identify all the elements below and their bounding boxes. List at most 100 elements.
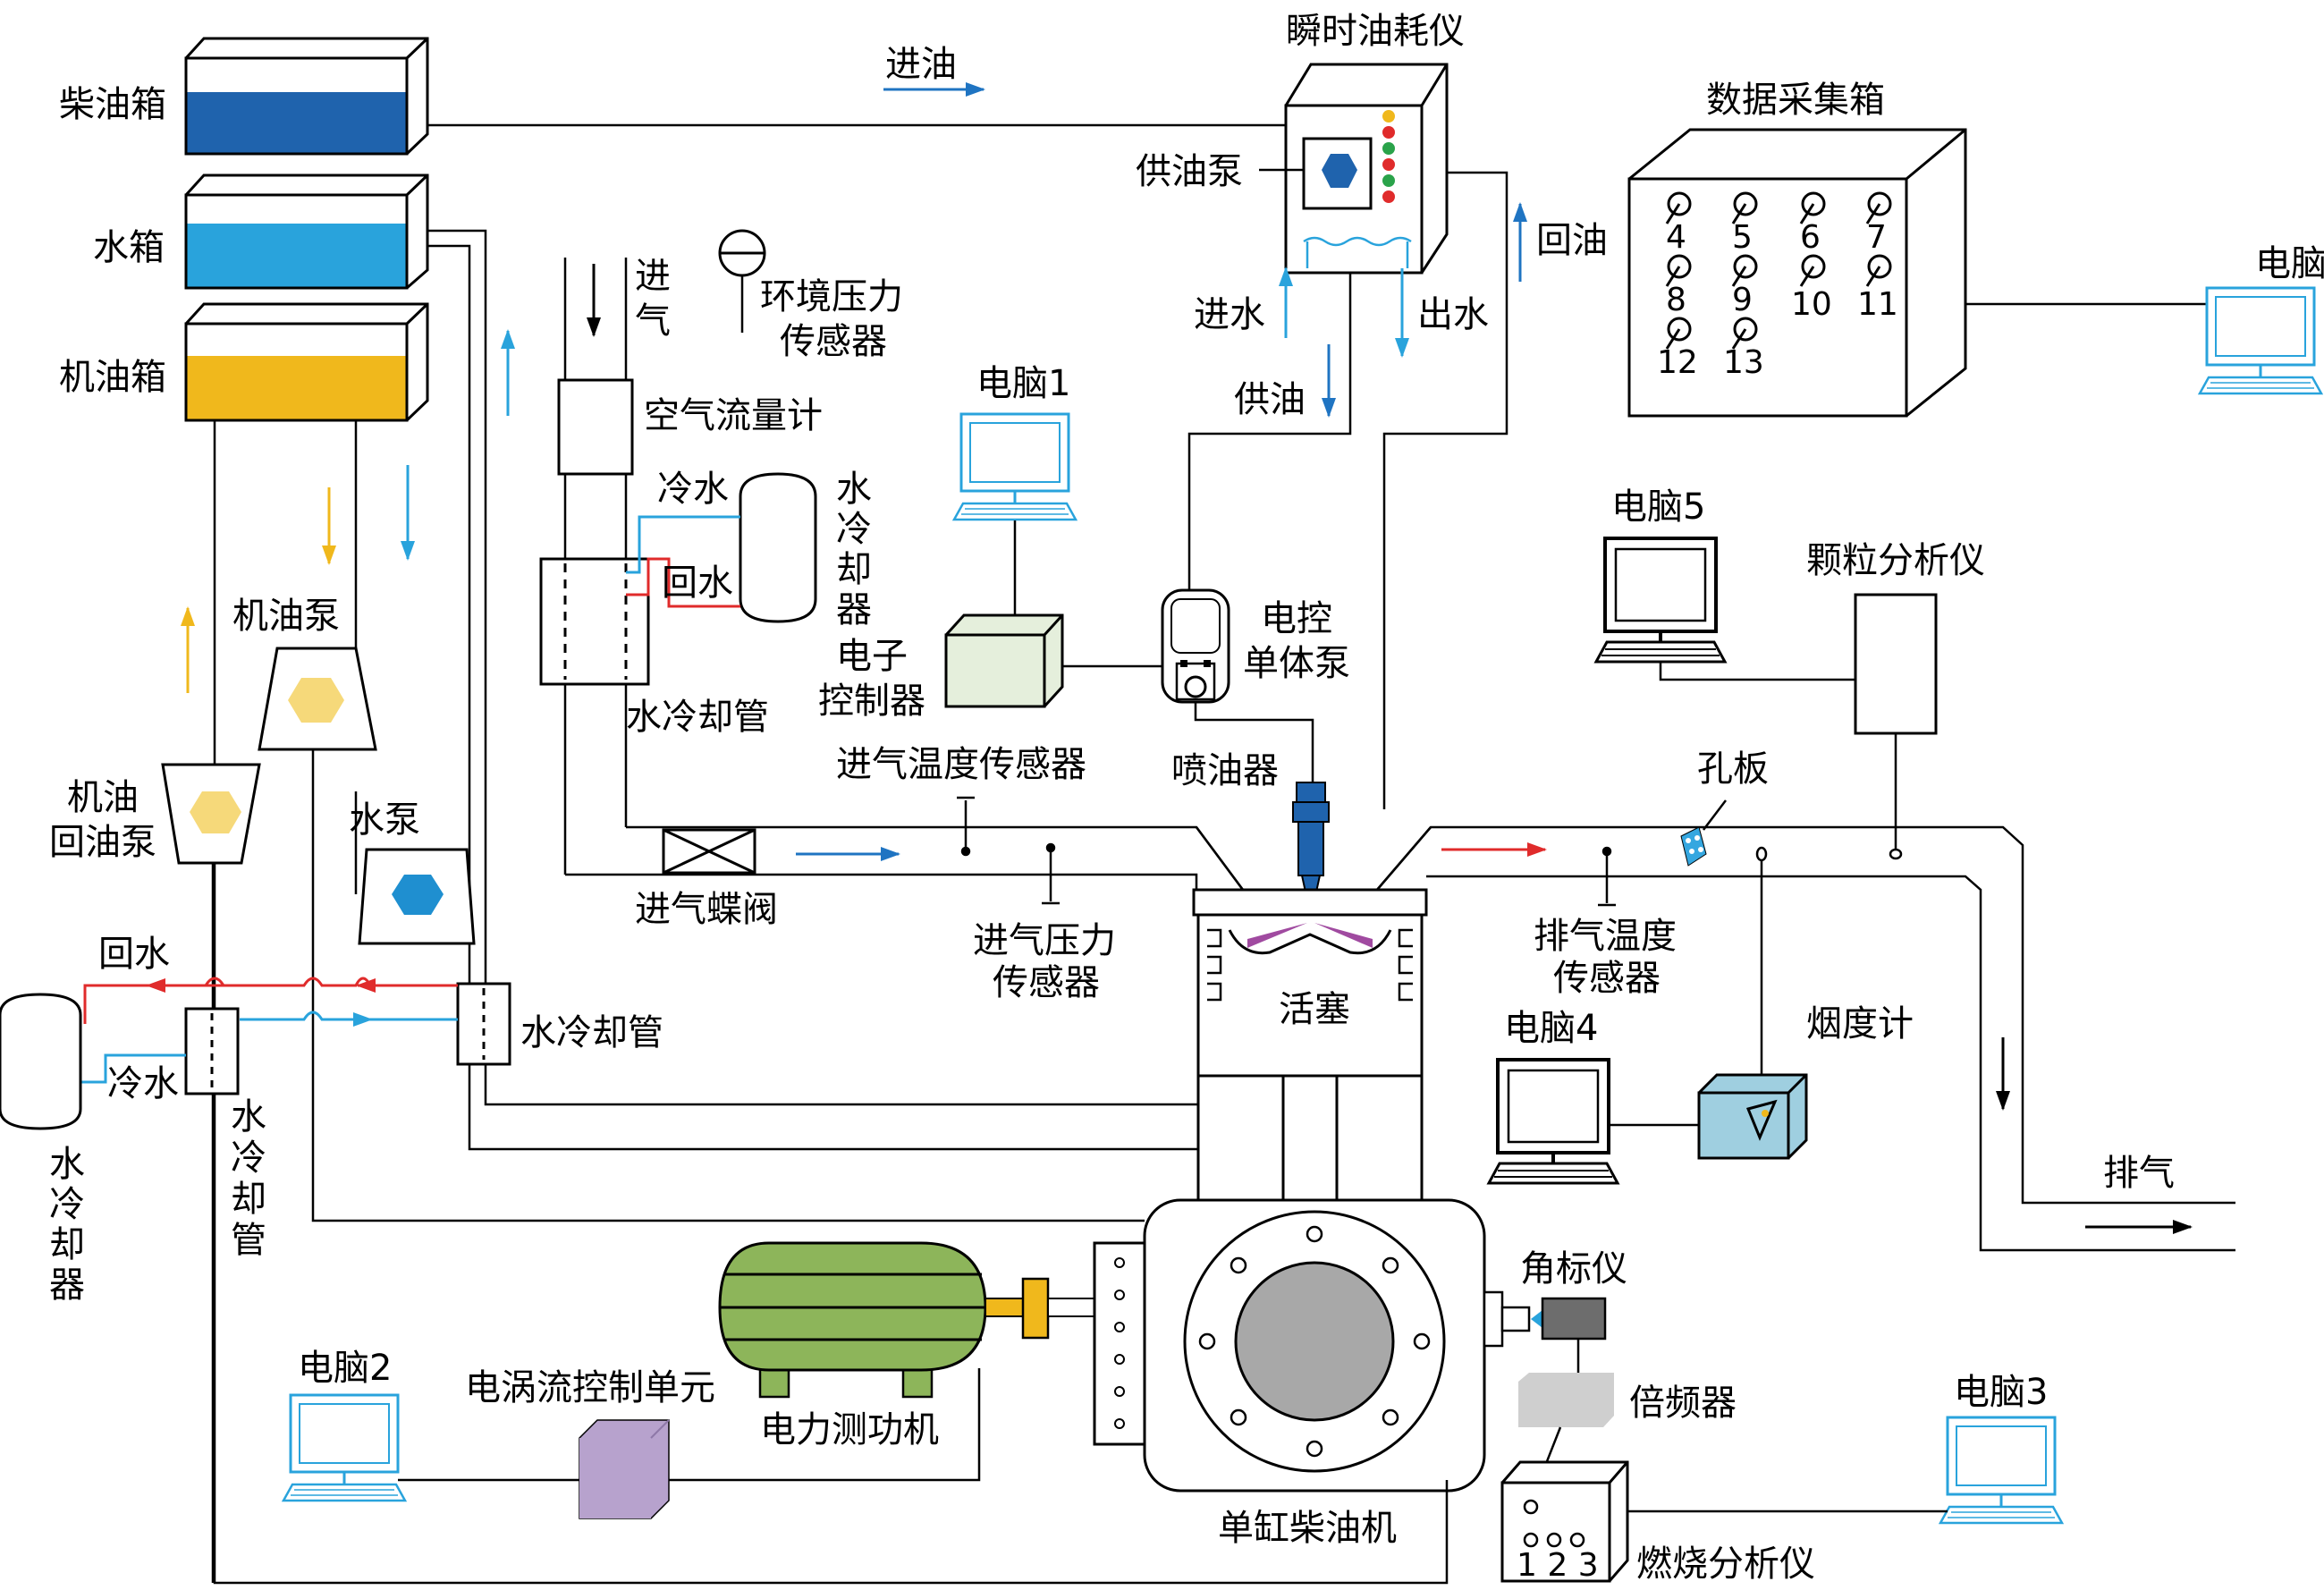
particle-analyzer-label: 颗粒分析仪	[1806, 540, 1985, 581]
water-pump-label: 水泵	[349, 799, 420, 841]
oil-return-pump-label-2: 回油泵	[49, 822, 156, 863]
injector-label: 喷油器	[1171, 750, 1279, 791]
water-cooling-pipe-c-l1: 水	[231, 1096, 266, 1138]
smoke-meter-label: 烟度计	[1806, 1003, 1914, 1044]
intake-pressure-label-2: 传感器	[993, 962, 1100, 1003]
exhaust-temp-label-1: 排气温度	[1534, 916, 1677, 957]
water-tank	[184, 173, 429, 290]
water-cooling-pipe-a-label: 水冷却管	[626, 697, 769, 738]
water-cooler-b-l3: 却	[49, 1224, 85, 1265]
daq-box-label: 数据采集箱	[1706, 80, 1885, 121]
particle-analyzer	[1854, 593, 1938, 735]
daq-ch-8: 8	[1666, 282, 1686, 318]
exhaust-temp-label-2: 传感器	[1553, 958, 1661, 999]
water-cooling-pipe-c	[184, 1007, 240, 1095]
daq-ch-4: 4	[1666, 219, 1686, 256]
computer2-label: 电脑2	[298, 1348, 392, 1389]
daq-ch-9: 9	[1732, 282, 1753, 318]
diesel-tank-label: 柴油箱	[59, 84, 166, 125]
water-cooler-a	[739, 472, 817, 623]
cold-water-b-label: 冷水	[107, 1063, 179, 1104]
computer6-icon	[2198, 286, 2323, 395]
frequency-multiplier	[1518, 1373, 1614, 1427]
single-cylinder-engine	[1143, 1198, 1486, 1493]
intake-throttle-label: 进气蝶阀	[635, 889, 778, 930]
air-flow-meter-label: 空气流量计	[644, 395, 823, 436]
air-flow-meter	[557, 378, 634, 476]
water-cooling-pipe-b	[456, 982, 511, 1066]
intake-throttle	[662, 828, 756, 875]
electronic-controller-label-2: 控制器	[818, 681, 925, 722]
daq-ch-5: 5	[1732, 219, 1753, 256]
ambient-pressure-label-2: 传感器	[780, 321, 887, 362]
pressure-sensor-icon	[718, 229, 766, 333]
diesel-tank	[184, 37, 429, 156]
combustion-analyzer-label: 燃烧分析仪	[1636, 1543, 1815, 1585]
frequency-multiplier-label: 倍频器	[1629, 1383, 1737, 1424]
computer6-label: 电脑6	[2255, 243, 2324, 284]
oil-pump	[258, 647, 377, 751]
cold-supply-line	[240, 1011, 458, 1021]
daq-ch-10: 10	[1791, 286, 1832, 323]
electronic-controller	[944, 613, 1064, 708]
oil-tank-label: 机油箱	[59, 357, 166, 398]
daq-ch-13: 13	[1723, 344, 1764, 381]
fuel-meter-label: 瞬时油耗仪	[1286, 11, 1465, 52]
smoke-meter	[1697, 1073, 1808, 1160]
water-cooler-a-l2: 冷	[836, 509, 872, 550]
single-cylinder-engine-label: 单缸柴油机	[1218, 1508, 1397, 1549]
water-cooler-a-l1: 水	[836, 469, 872, 510]
water-cooler-b-l1: 水	[49, 1144, 85, 1185]
water-cooler-a-l4: 器	[836, 589, 872, 630]
oil-tank	[184, 302, 429, 422]
ecu-unit-pump-label-1: 电控	[1261, 598, 1332, 639]
daq-box	[1627, 128, 1967, 418]
computer5-label: 电脑5	[1611, 486, 1705, 528]
angle-marker	[1483, 1290, 1607, 1348]
return-water-b-label: 回水	[98, 934, 170, 975]
water-cooler-b-l4: 器	[49, 1264, 85, 1306]
orifice-label: 孔板	[1697, 748, 1769, 790]
water-cooling-pipe-b-label: 水冷却管	[520, 1012, 663, 1053]
water-pump	[358, 848, 476, 945]
oil-pump-label: 机油泵	[232, 596, 340, 637]
water-cooling-pipe-c-l4: 管	[231, 1220, 266, 1261]
water-cooling-pipe-c-l3: 却	[231, 1179, 266, 1220]
electronic-controller-label-1: 电子	[836, 636, 908, 677]
water-cooler-a-l3: 却	[836, 549, 872, 590]
water-cooling-pipe-c-l2: 冷	[231, 1138, 266, 1179]
fuel-consumption-meter	[1284, 63, 1449, 275]
intake-pressure-label-1: 进气压力	[973, 920, 1116, 961]
fuel-lines	[427, 123, 1508, 809]
fuel-supply-label: 供油	[1234, 379, 1306, 420]
angle-marker-label: 角标仪	[1520, 1248, 1627, 1290]
computer1-icon	[952, 412, 1077, 521]
oil-return-pump-label-1: 机油	[67, 777, 139, 818]
dynamometer-label: 电力测功机	[760, 1409, 939, 1450]
injector	[1292, 782, 1330, 918]
cylinder	[1196, 913, 1424, 1078]
daq-ch-12: 12	[1657, 344, 1698, 381]
daq-ch-7: 7	[1866, 219, 1887, 256]
return-water-a-label: 回水	[662, 562, 733, 604]
ecu-unit-pump-label-2: 单体泵	[1243, 643, 1350, 684]
exhaust-pipes	[1376, 825, 2235, 1252]
computer4-label: 电脑4	[1504, 1008, 1598, 1049]
water-out-label: 出水	[1417, 294, 1489, 335]
computer4-icon	[1487, 1058, 1619, 1185]
computer1-label: 电脑1	[976, 363, 1070, 404]
return-oil-label: 回油	[1536, 220, 1608, 261]
ecu-unit-pump	[1161, 588, 1230, 704]
eddy-control-unit-label: 电涡流控制单元	[465, 1367, 715, 1408]
piston-label: 活塞	[1279, 989, 1350, 1030]
daq-ch-11: 11	[1857, 286, 1898, 323]
crank-block	[1196, 1076, 1424, 1203]
water-tank-label: 水箱	[93, 227, 165, 268]
intake-air-label-1: 进	[635, 256, 671, 297]
combustion-analyzer	[1500, 1460, 1629, 1583]
computer3-label: 电脑3	[1954, 1372, 2048, 1413]
cold-water-a-label: 冷水	[657, 469, 729, 510]
water-cooling-pipe-a	[539, 557, 650, 686]
daq-ch-6: 6	[1800, 219, 1821, 256]
